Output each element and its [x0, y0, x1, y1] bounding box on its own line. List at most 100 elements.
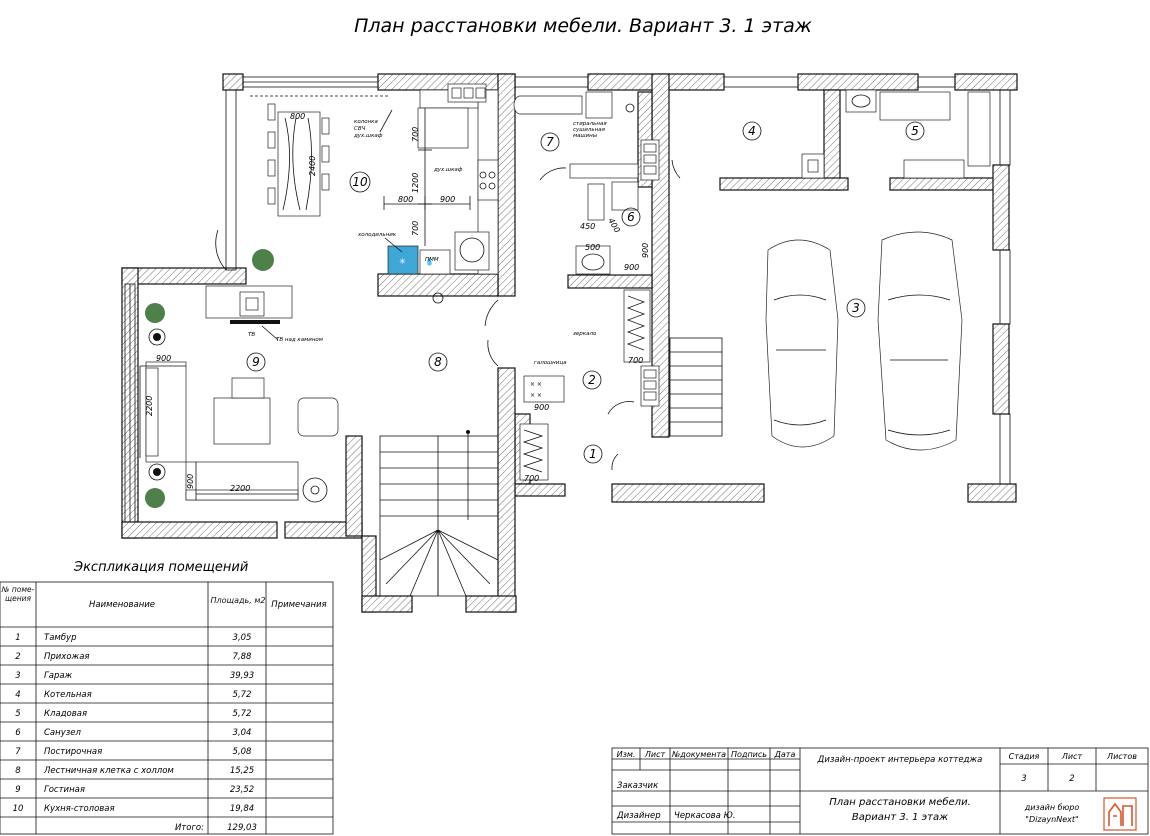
garage-stair [669, 337, 723, 437]
row-name: Лестничная клетка с холлом [43, 766, 174, 776]
storage-boiler [801, 89, 991, 179]
stamp-col-podpis: Подпись [731, 750, 767, 759]
dim-1200: 1200 [411, 173, 420, 193]
kitchen: ✳ 💧 [250, 83, 499, 275]
stamp-list-label: Лист [1061, 752, 1083, 761]
living-room: ТВ ТВ над камином [139, 285, 339, 503]
stamp-stadia: 3 [1021, 774, 1026, 784]
row-name: Гостиная [44, 785, 85, 795]
garage-cars [765, 231, 963, 451]
doors [215, 159, 681, 471]
row-area: 5,08 [233, 747, 253, 757]
row-name: Постирочная [44, 747, 102, 757]
room-numbers: 1 2 3 4 5 6 7 8 9 10 [246, 121, 925, 464]
svg-text:× ×: × × [530, 392, 542, 399]
laundry-bath: × × × × [513, 91, 660, 481]
room-number-6: 6 [627, 210, 635, 224]
table-header-name: Наименование [89, 600, 155, 610]
stamp-project: Дизайн-проект интерьера коттеджа [817, 755, 983, 765]
row-number: 3 [15, 671, 20, 681]
dim-900-e: 900 [156, 354, 171, 363]
plants [145, 249, 274, 508]
dim-700-a: 700 [411, 127, 420, 142]
bureau-logo [1103, 797, 1137, 831]
row-name: Кухня-столовая [44, 804, 115, 814]
dim-700-d: 700 [524, 474, 539, 483]
label-zerkalo: зеркало [573, 331, 597, 337]
stamp-bureau-2: "DizaynNext" [1025, 815, 1078, 824]
row-area: 39,93 [230, 671, 254, 681]
label-galoshnitsa: галошница [534, 360, 567, 366]
row-name: Гараж [44, 671, 73, 681]
row-area: 7,88 [233, 652, 253, 662]
dim-800-b: 800 [398, 195, 413, 204]
room-number-8: 8 [434, 355, 442, 369]
row-area: 5,72 [233, 690, 252, 700]
svg-text:× ×: × × [530, 381, 542, 388]
room-number-7: 7 [546, 135, 554, 149]
row-area: 3,04 [233, 728, 252, 738]
stamp-sheet-title-1: План расстановки мебели. [829, 796, 971, 808]
dim-500: 500 [585, 243, 600, 252]
table-row: 2 Прихожая 7,88 [15, 652, 252, 662]
stamp-col-ndok: №документа [671, 750, 726, 759]
stamp-listov-label: Листов [1106, 752, 1137, 761]
stamp-zakazchik: Заказчик [617, 781, 659, 791]
room-number-2: 2 [588, 373, 596, 387]
label-dukhshkaf-2: дух.шкаф [433, 167, 463, 173]
label-tv-kamin: ТВ над камином [276, 337, 323, 343]
row-number: 10 [13, 804, 24, 814]
dim-700-b: 700 [411, 221, 420, 236]
row-area: 3,05 [233, 633, 252, 643]
label-dukhshkaf-1: дух.шкаф [353, 133, 383, 139]
dim-table-width: 800 [290, 112, 305, 121]
label-pmm: ПММ [425, 257, 439, 263]
dim-900-f: 900 [186, 474, 195, 489]
stamp-col-izm: Изм. [617, 750, 636, 759]
dim-450: 450 [580, 222, 595, 231]
fridge [387, 245, 419, 275]
table-header-number: № поме- щения [1, 585, 35, 603]
svg-text:💧: 💧 [425, 257, 434, 266]
row-name: Прихожая [44, 652, 90, 662]
label-stiralnaya-1: стиральная [573, 121, 607, 127]
dim-2200-a: 2200 [145, 396, 154, 416]
row-number: 9 [15, 785, 20, 795]
stamp-sheet-title-2: Вариант 3. 1 этаж [852, 812, 948, 823]
title-block [611, 747, 1149, 835]
drawing-title: План расстановки мебели. Вариант 3. 1 эт… [354, 15, 812, 37]
windows [124, 76, 1011, 523]
dim-2200-b: 2200 [230, 484, 250, 493]
row-area: 5,72 [233, 709, 252, 719]
room-number-10: 10 [352, 175, 368, 189]
stamp-list: 2 [1069, 774, 1074, 784]
table-row: 3 Гараж 39,93 [15, 671, 254, 681]
label-tv: ТВ [248, 332, 255, 338]
main-stair [379, 430, 499, 597]
label-svch: СВЧ [354, 126, 366, 132]
label-stiralnaya-3: машины [573, 133, 598, 139]
row-number: 5 [15, 709, 20, 719]
dim-table-length: 2400 [308, 156, 317, 176]
row-number: 8 [15, 766, 21, 776]
row-name: Котельная [44, 690, 92, 700]
table-header-area: Площадь, м2 [210, 596, 266, 605]
row-number: 2 [15, 652, 20, 662]
stamp-col-data: Дата [774, 750, 796, 759]
room-number-5: 5 [911, 124, 919, 138]
stamp-dizayner: Дизайнер [616, 811, 661, 821]
dim-400: 400 [606, 217, 621, 235]
table-header-notes: Примечания [271, 600, 326, 610]
dim-900-b: 900 [624, 263, 639, 272]
row-name: Тамбур [44, 633, 76, 643]
row-name: Кладовая [44, 709, 87, 719]
stamp-bureau-1: дизайн бюро [1024, 803, 1080, 812]
room-number-3: 3 [852, 301, 860, 315]
